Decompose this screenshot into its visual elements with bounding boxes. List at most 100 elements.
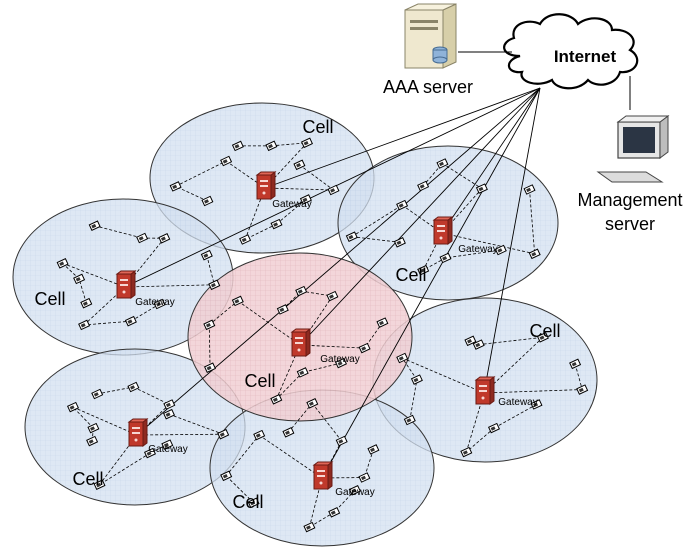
mesh-link — [62, 262, 126, 288]
mesh-node-icon — [528, 248, 541, 260]
mesh-link — [445, 249, 501, 259]
mesh-node-icon — [393, 237, 406, 248]
backhaul-link — [441, 87, 541, 234]
mesh-node-icon — [73, 273, 86, 285]
mesh-node-icon — [153, 298, 166, 310]
backhaul-link — [483, 87, 541, 394]
gateway-label: Gateway — [135, 297, 174, 308]
mesh-node-icon — [66, 401, 80, 413]
mesh-node-icon — [163, 399, 176, 410]
mesh-link — [130, 303, 160, 322]
mesh-node-icon — [396, 199, 409, 211]
mesh-node-icon — [276, 304, 289, 315]
mesh-link — [483, 389, 583, 394]
mesh-node-icon — [86, 435, 99, 447]
gateway-label: Gateway — [335, 487, 374, 498]
mesh-node-icon — [253, 429, 266, 441]
aaa-server-label: AAA server — [383, 77, 473, 97]
mesh-link — [299, 344, 365, 349]
gateway-label: Gateway — [148, 444, 187, 455]
mesh-node-icon — [270, 394, 283, 405]
mesh-link — [288, 403, 313, 433]
mesh-node-icon — [367, 444, 380, 455]
gateway-icon — [474, 376, 496, 405]
mesh-node-icon — [523, 184, 536, 195]
mesh-link — [72, 406, 138, 436]
mesh-node-icon — [358, 472, 371, 483]
mesh-node-icon — [231, 295, 244, 307]
backhaul-link — [321, 87, 541, 479]
keyboard-icon — [596, 171, 664, 183]
mesh-node-icon — [293, 159, 306, 171]
mesh-node-icon — [530, 399, 543, 410]
mesh-node-icon — [376, 317, 389, 328]
mesh-node-icon — [358, 342, 371, 354]
mesh-link — [299, 164, 334, 191]
mesh-link — [244, 223, 277, 240]
mesh-node-icon — [417, 264, 430, 276]
internet-cloud: Internet — [503, 13, 639, 90]
mesh-node-icon — [217, 428, 230, 440]
cell-label: Cell — [232, 492, 263, 512]
mesh-link — [175, 185, 208, 202]
cell-label: Cell — [395, 265, 426, 285]
mesh-node-icon — [348, 485, 361, 496]
mesh-link — [225, 475, 254, 504]
mesh-node-icon — [80, 297, 93, 309]
mesh-node-icon — [208, 279, 221, 291]
backhaul-links — [124, 87, 541, 479]
mesh-node-icon — [576, 384, 589, 395]
mesh-link — [302, 362, 342, 373]
mesh-node-icon — [91, 388, 104, 400]
mesh-link — [311, 403, 342, 442]
mesh-node-icon — [56, 258, 69, 269]
mesh-node-icon — [87, 422, 100, 434]
mesh-node-icon — [299, 194, 312, 205]
mesh-node-icon — [327, 184, 340, 196]
mesh-link — [208, 324, 211, 368]
cell-label: Cell — [302, 117, 333, 137]
backhaul-link — [136, 87, 541, 436]
mesh-link — [225, 160, 266, 189]
mesh-link — [175, 160, 227, 187]
mesh-node-icon — [306, 398, 319, 409]
mesh-node-icon — [220, 155, 233, 167]
mesh-link — [206, 255, 215, 285]
mesh-link — [442, 163, 483, 189]
gateway-icon — [312, 461, 334, 490]
mesh-link — [258, 434, 323, 479]
mesh-node-icon — [265, 140, 278, 152]
mesh-link — [84, 320, 131, 326]
mesh-link — [351, 236, 400, 243]
mesh-node-icon — [200, 249, 213, 261]
mesh-node-icon — [158, 233, 171, 244]
mesh-node-icon — [303, 521, 316, 533]
cell-label: Cell — [244, 371, 275, 391]
mesh-node-icon — [396, 352, 409, 364]
mesh-link — [276, 199, 307, 225]
mesh-node-icon — [127, 381, 140, 393]
mesh-node-icon — [282, 427, 295, 438]
mesh-node-icon — [162, 408, 176, 420]
mesh-node-icon — [300, 137, 314, 149]
mesh-node-icon — [475, 183, 488, 194]
gateway-label: Gateway — [320, 354, 359, 365]
mesh-node-icon — [296, 367, 309, 378]
mesh-node-icon — [201, 195, 214, 207]
mesh-node-icon — [231, 140, 244, 152]
mesh-link — [62, 263, 80, 280]
mesh-node-icon — [334, 357, 348, 369]
mesh-node-icon — [417, 180, 430, 192]
mesh-link — [466, 427, 495, 453]
management-server: Management server — [577, 76, 683, 234]
mesh-links — [62, 142, 583, 528]
mesh-link — [493, 404, 537, 429]
mesh-link — [208, 300, 239, 326]
mesh-link — [574, 363, 583, 390]
cloud-shape — [503, 13, 639, 90]
mesh-node-icon — [335, 435, 348, 447]
mesh-link — [264, 187, 334, 191]
mesh-node-icon — [494, 244, 507, 256]
mesh-link — [237, 300, 301, 346]
mesh-node-icon — [124, 315, 137, 327]
